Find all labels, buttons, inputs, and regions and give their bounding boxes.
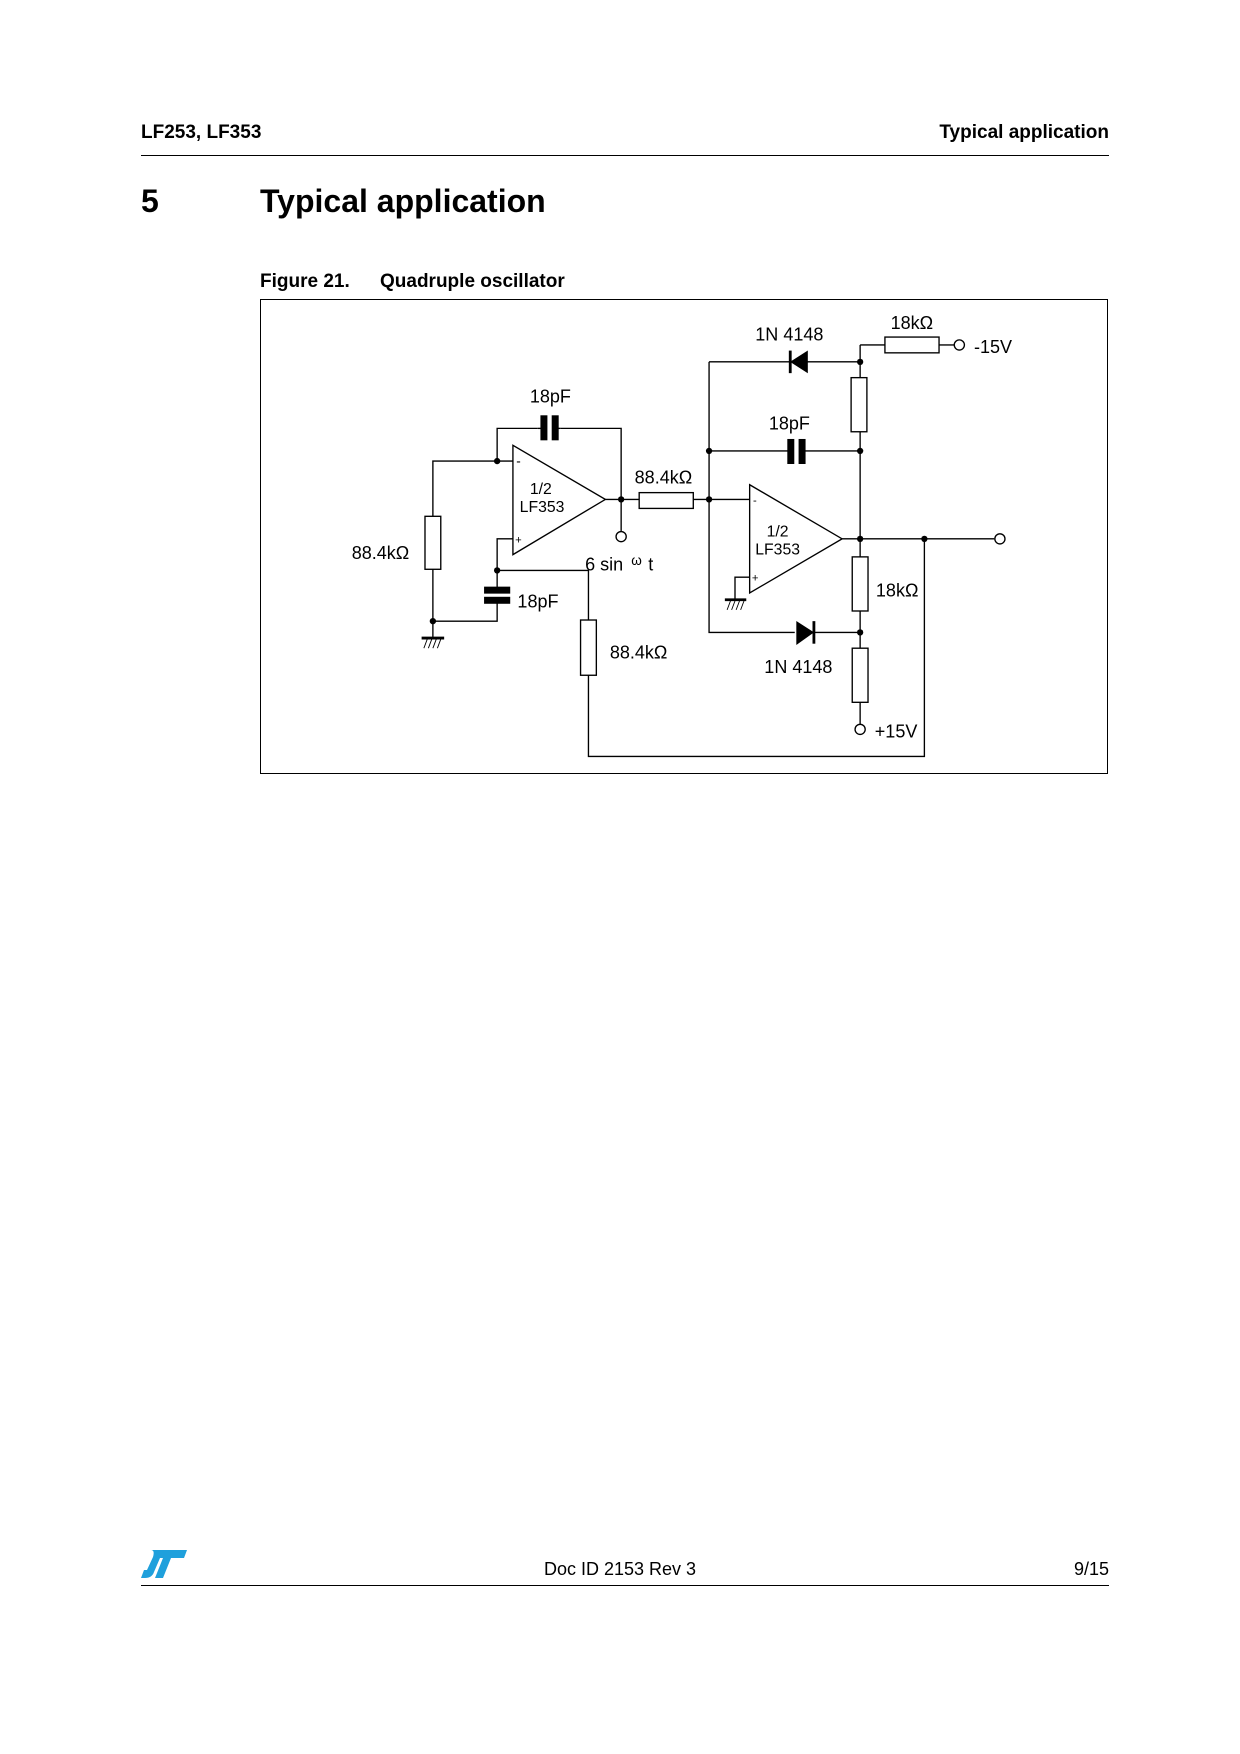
resistor-upper xyxy=(850,376,868,433)
capacitor-ground1 xyxy=(484,586,511,594)
opamp1-half: 1/2 xyxy=(530,481,552,498)
label-cap-feedback1: 18pF xyxy=(530,386,571,406)
capacitor-feedback1-plate xyxy=(551,415,559,441)
terminal-output xyxy=(994,533,1006,545)
wire xyxy=(587,538,926,758)
opamp2-part: LF353 xyxy=(755,542,800,559)
ground-left-hatch xyxy=(423,639,442,649)
junction xyxy=(856,535,864,543)
terminal-neg-supply xyxy=(953,339,966,351)
junction xyxy=(429,617,437,625)
junction xyxy=(856,358,864,366)
label-diode-bottom: 1N 4148 xyxy=(764,657,832,677)
footer-doc-id: Doc ID 2153 Rev 3 xyxy=(543,1559,697,1579)
label-signal: 6 sin xyxy=(585,554,623,574)
label-cap-ground1: 18pF xyxy=(517,592,558,612)
header-rule xyxy=(141,155,1109,156)
resistor-out xyxy=(851,556,869,612)
resistor-neg-supply xyxy=(884,336,940,354)
capacitor-ground1-plate xyxy=(484,596,511,604)
junction xyxy=(493,457,501,465)
wire xyxy=(496,538,513,588)
figure-title: Quadruple oscillator xyxy=(380,271,565,292)
opamp2-plus: + xyxy=(752,573,759,585)
label-res-out: 18kΩ xyxy=(876,580,919,600)
label-cap-feedback2: 18pF xyxy=(769,414,810,434)
footer-rule xyxy=(141,1585,1109,1586)
label-t: t xyxy=(648,554,653,574)
capacitor-feedback1 xyxy=(540,415,548,441)
wire xyxy=(432,460,513,529)
capacitor-feedback2-plate xyxy=(798,438,806,464)
st-logo-icon xyxy=(141,1550,187,1578)
label-pos-supply: +15V xyxy=(875,721,918,741)
opamp1-plus: + xyxy=(515,534,522,546)
section-title: Typical application xyxy=(260,183,546,219)
schematic-quadruple-oscillator: - + 1/2 LF353 - + 1/2 LF353 18pF 18pF 18… xyxy=(352,313,1012,758)
wire xyxy=(497,569,590,621)
diode-bottom xyxy=(796,621,814,646)
wire xyxy=(432,569,498,622)
label-neg-supply: -15V xyxy=(974,337,1012,357)
junction xyxy=(705,496,713,503)
opamp2-symbol xyxy=(748,483,844,595)
wire xyxy=(496,427,538,462)
terminal-pos-supply xyxy=(854,723,866,736)
junction xyxy=(856,629,864,636)
wire xyxy=(734,576,750,599)
wire xyxy=(560,427,622,500)
junction xyxy=(617,496,625,503)
opamp2-minus: - xyxy=(753,495,757,507)
resistor-left xyxy=(424,515,442,570)
capacitor-feedback2 xyxy=(787,438,795,464)
junction xyxy=(705,447,713,455)
resistor-mid xyxy=(638,491,694,510)
junction xyxy=(493,567,501,574)
opamp1-minus: - xyxy=(516,454,521,469)
resistor-bottom xyxy=(579,619,598,676)
ground-right-hatch xyxy=(726,600,745,611)
figure-number: Figure 21. xyxy=(260,271,350,292)
header-section-title: Typical application xyxy=(939,122,1109,143)
opamp1-symbol xyxy=(512,444,607,556)
diode-top xyxy=(790,350,808,374)
label-res-mid: 88.4kΩ xyxy=(635,468,693,488)
section-number: 5 xyxy=(141,183,159,219)
figure-caption: Figure 21. Quadruple oscillator xyxy=(260,271,565,293)
header-doc-title: LF253, LF353 xyxy=(141,122,262,143)
junction xyxy=(921,535,928,543)
label-res-bottom: 88.4kΩ xyxy=(610,642,668,662)
junction xyxy=(856,447,864,455)
opamp2-half: 1/2 xyxy=(767,524,789,541)
label-omega: ω xyxy=(631,553,642,568)
opamp1-part: LF353 xyxy=(520,499,565,516)
label-res-neg-supply: 18kΩ xyxy=(891,313,934,333)
figure-frame xyxy=(260,299,1108,774)
test-point-output1 xyxy=(615,530,627,543)
label-res-left: 88.4kΩ xyxy=(352,543,410,563)
label-diode-top: 1N 4148 xyxy=(755,324,823,344)
footer-page-number: 9/15 xyxy=(1073,1559,1109,1579)
resistor-lower xyxy=(851,647,869,703)
